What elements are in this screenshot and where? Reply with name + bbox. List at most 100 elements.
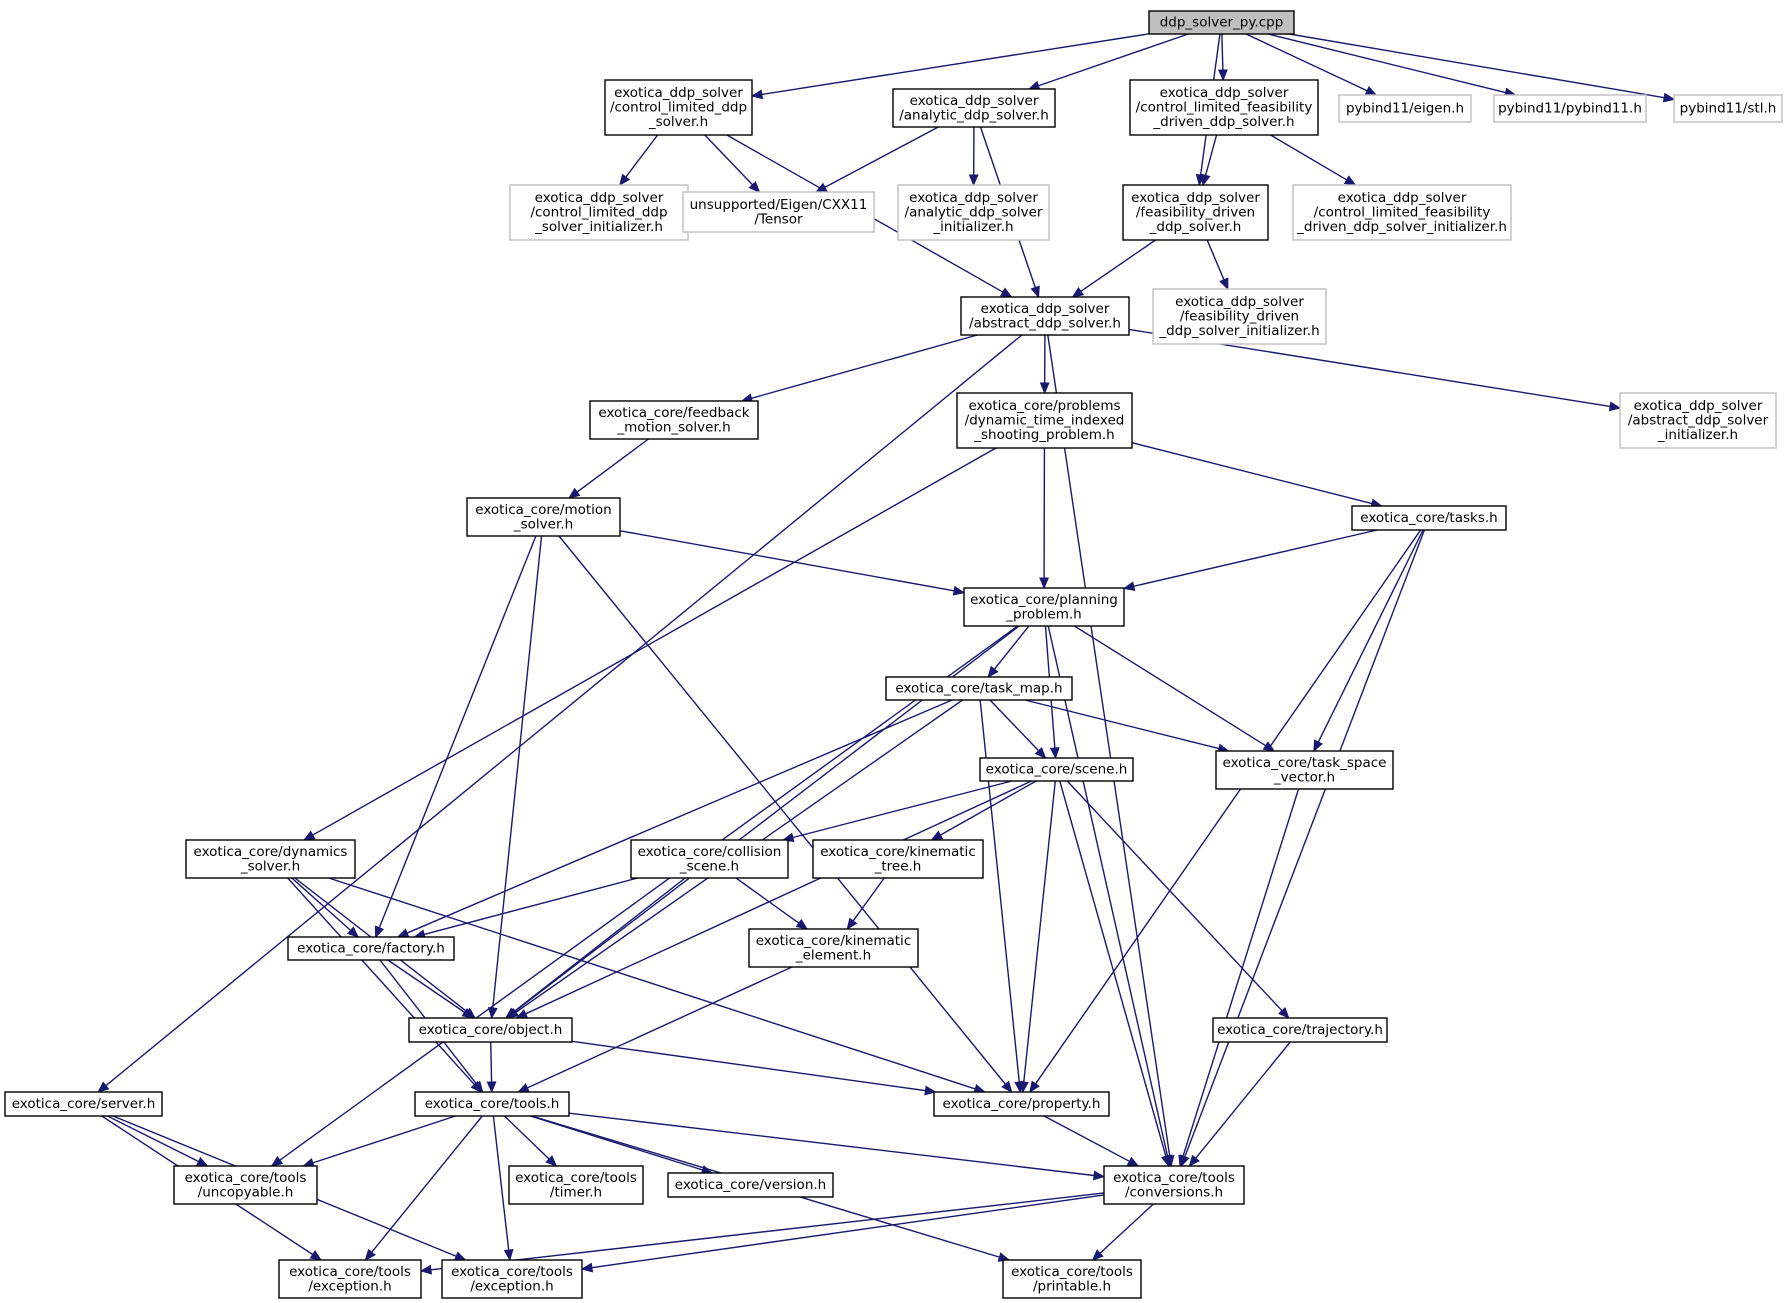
edge-dtisp-to-tasks (1131, 442, 1383, 509)
node-box (408, 1017, 573, 1043)
node-fd_ddp[interactable]: exotica_ddp_solver/feasibility_driven_dd… (1122, 184, 1269, 241)
node-planning[interactable]: exotica_core/planning_problem.h (963, 587, 1125, 627)
node-box (1338, 94, 1472, 123)
node-box (892, 88, 1056, 128)
edge-arrowhead (486, 1081, 497, 1094)
node-dyn[interactable]: exotica_core/dynamics_solver.h (185, 839, 356, 879)
edge-line (1317, 529, 1424, 743)
edge-conversions-to-exception1 (419, 1192, 1105, 1275)
edge-task_map-to-tsv (1024, 699, 1230, 754)
node-box (173, 1165, 318, 1205)
node-an_ddp[interactable]: exotica_ddp_solver/analytic_ddp_solver.h (892, 88, 1056, 128)
node-cl_ddp[interactable]: exotica_ddp_solver/control_limited_ddp_s… (604, 79, 753, 136)
node-property[interactable]: exotica_core/property.h (933, 1091, 1110, 1117)
edge-an_ddp-to-an_init (968, 126, 979, 187)
node-label-line: exotica_core/task_space (1223, 755, 1387, 771)
edge-line (1066, 780, 1283, 1012)
node-tsv[interactable]: exotica_core/task_space_vector.h (1215, 750, 1394, 790)
node-label-line: exotica_ddp_solver (1175, 294, 1304, 310)
node-motion[interactable]: exotica_core/motion_solver.h (466, 497, 621, 537)
node-label-line: exotica_core/planning (970, 592, 1118, 608)
edge-dyn-to-property (328, 877, 986, 1094)
node-pb_stl: pybind11/stl.h (1673, 94, 1783, 123)
node-tasks[interactable]: exotica_core/tasks.h (1351, 505, 1507, 531)
node-abs_ddp[interactable]: exotica_ddp_solver/abstract_ddp_solver.h (960, 296, 1130, 336)
node-uncopyable[interactable]: exotica_core/tools/uncopyable.h (173, 1165, 318, 1205)
node-task_map[interactable]: exotica_core/task_map.h (885, 676, 1073, 701)
edge-line (312, 447, 997, 836)
node-dtisp[interactable]: exotica_core/problems/dynamic_time_index… (956, 392, 1133, 449)
edge-line (387, 959, 466, 1013)
node-trajectory[interactable]: exotica_core/trajectory.h (1212, 1017, 1388, 1043)
edge-line (1204, 134, 1218, 176)
edge-line (1059, 780, 1167, 1157)
edge-arrowhead (1030, 285, 1040, 299)
node-label-line: exotica_core/property.h (943, 1096, 1101, 1112)
edge-line (1131, 442, 1373, 505)
node-label-line: _problem.h (1005, 606, 1081, 622)
edge-motion-to-planning (619, 530, 966, 596)
edge-line (1024, 699, 1220, 750)
edge-arrowhead (1001, 1080, 1013, 1094)
edge-arrowhead (461, 1007, 474, 1019)
edge-line (1023, 780, 1056, 1083)
edge-line (527, 966, 793, 1089)
edge-line (735, 877, 800, 924)
node-kelem[interactable]: exotica_core/kinematic_element.h (748, 928, 919, 968)
node-server[interactable]: exotica_core/server.h (4, 1091, 163, 1117)
node-label-line: _scene.h (679, 858, 739, 874)
node-collision[interactable]: exotica_core/collision_scene.h (630, 839, 789, 879)
node-box (1103, 1165, 1245, 1205)
edge-arrowhead (302, 830, 316, 841)
node-factory[interactable]: exotica_core/factory.h (287, 936, 455, 961)
edge-scene-to-trajectory (1066, 780, 1290, 1019)
edge-arrowhead (968, 174, 979, 187)
node-printable[interactable]: exotica_core/tools/printable.h (1002, 1259, 1142, 1299)
node-timer[interactable]: exotica_core/tools/timer.h (508, 1165, 644, 1205)
node-root[interactable]: ddp_solver_py.cpp (1148, 10, 1295, 35)
node-scene[interactable]: exotica_core/scene.h (979, 757, 1134, 782)
edge-line (591, 1194, 1105, 1269)
edge-object-to-property (571, 1040, 937, 1096)
edge-trajectory-to-conversions (1188, 1041, 1291, 1168)
node-label-line: /printable.h (1033, 1278, 1111, 1294)
edge-motion-to-object (487, 535, 543, 1020)
edge-line (513, 877, 686, 1013)
node-label-line: exotica_core/feedback (598, 405, 749, 421)
edge-line (1267, 33, 1506, 94)
node-box (1351, 505, 1507, 531)
node-exception2[interactable]: exotica_core/tools/exception.h (441, 1259, 583, 1299)
node-ktree[interactable]: exotica_core/kinematic_tree.h (812, 839, 984, 879)
edge-line (406, 699, 953, 934)
node-label-line: /control_limited_ddp (610, 100, 747, 116)
node-tools[interactable]: exotica_core/tools.h (414, 1091, 570, 1117)
node-box (1152, 288, 1327, 345)
node-label-line: unsupported/Eigen/CXX11 (690, 197, 868, 213)
node-version[interactable]: exotica_core/version.h (667, 1172, 834, 1198)
node-object[interactable]: exotica_core/object.h (408, 1017, 573, 1043)
node-box (1148, 10, 1295, 35)
edge-arrowhead (1039, 577, 1050, 590)
edge-arrowhead (504, 1007, 518, 1019)
edge-scene-to-collision (781, 780, 1013, 843)
node-tensor: unsupported/Eigen/CXX11/Tensor (682, 191, 875, 233)
edge-abs_ddp-to-dtisp (1039, 334, 1050, 395)
edge-line (1182, 788, 1300, 1157)
node-exception1[interactable]: exotica_core/tools/exception.h (278, 1259, 422, 1299)
edge-line (761, 33, 1150, 96)
node-conversions[interactable]: exotica_core/tools/conversions.h (1103, 1165, 1245, 1205)
node-clfd_ddp[interactable]: exotica_ddp_solver/control_limited_feasi… (1129, 79, 1319, 136)
edge-arrowhead (1219, 277, 1229, 291)
edge-line (751, 334, 978, 399)
node-box (185, 839, 356, 879)
node-box (604, 79, 753, 136)
edge-line (1184, 529, 1426, 1157)
edge-line (503, 1115, 550, 1160)
node-box (960, 296, 1130, 336)
edge-line (704, 134, 753, 186)
node-label-line: exotica_ddp_solver (1160, 85, 1289, 101)
node-feedback[interactable]: exotica_core/feedback_motion_solver.h (589, 400, 759, 440)
edge-ktree-to-kelem (846, 877, 885, 931)
edge-arrowhead (503, 1249, 514, 1262)
edge-line (1047, 625, 1169, 1157)
